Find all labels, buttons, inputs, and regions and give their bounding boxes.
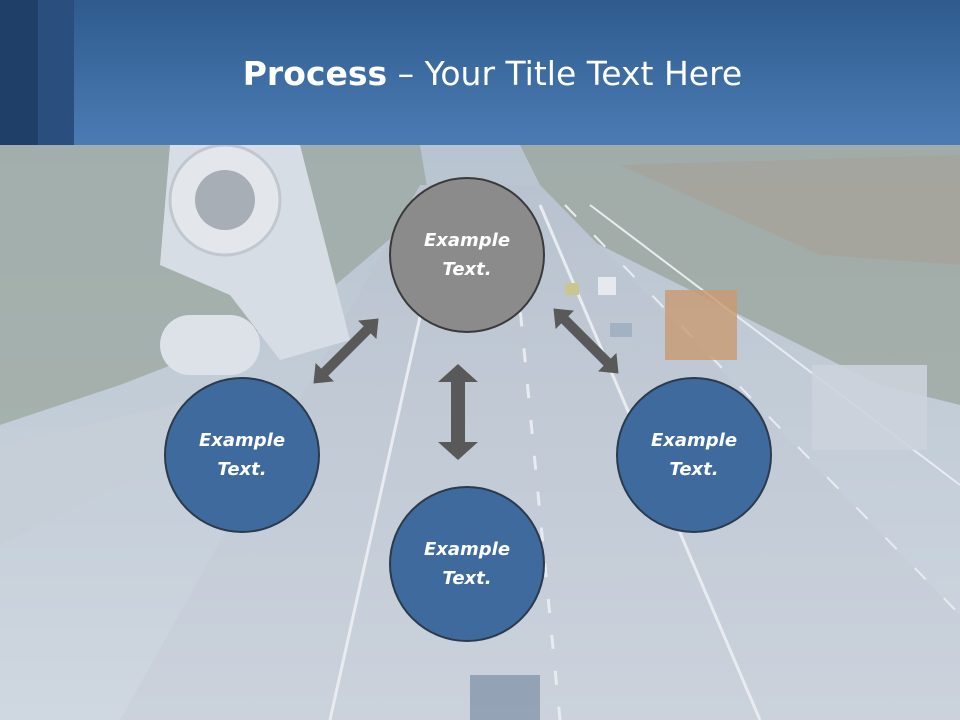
header-accent-block xyxy=(0,0,38,145)
node-label: Example Text. xyxy=(423,230,511,280)
double-arrow-vertical xyxy=(438,364,478,460)
double-arrow-top-right xyxy=(553,308,619,374)
node-label: Example Text. xyxy=(650,430,738,480)
header-accent-block xyxy=(38,0,74,145)
process-node-right: Example Text. xyxy=(616,377,772,533)
process-node-bottom: Example Text. xyxy=(389,486,545,642)
title-bar: Process – Your Title Text Here xyxy=(0,0,960,145)
title-rest: – Your Title Text Here xyxy=(387,54,743,93)
process-node-left: Example Text. xyxy=(164,377,320,533)
title-bold: Process xyxy=(242,54,388,93)
slide-title: Process – Your Title Text Here xyxy=(0,52,960,96)
node-label: Example Text. xyxy=(198,430,286,480)
process-node-top: Example Text. xyxy=(389,177,545,333)
double-arrow-top-left xyxy=(313,318,379,384)
node-label: Example Text. xyxy=(423,539,511,589)
